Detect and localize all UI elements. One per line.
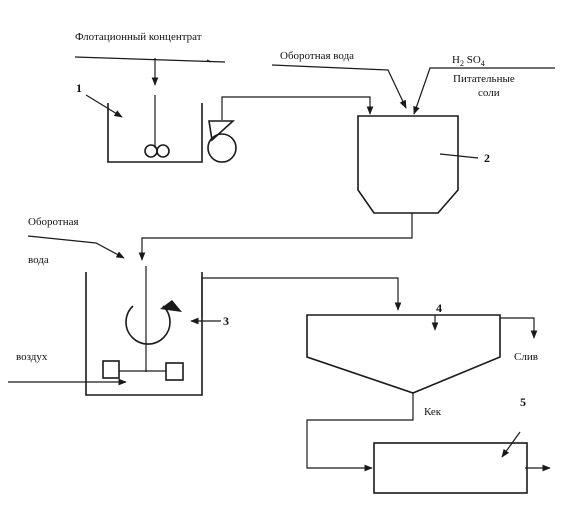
reagent-inlet (413, 67, 555, 115)
h2so4-sub4: 4 (481, 59, 485, 68)
recycle-water-inlet-left (27, 235, 125, 259)
pipe-cell-to-thickener (201, 277, 402, 318)
h2so4-base: H (452, 54, 460, 66)
rotation-arc (125, 305, 171, 345)
filter-unit-5 (373, 442, 528, 494)
recycle-water-inlet-top (271, 64, 407, 109)
label-recycle-water-top: Оборотная вода (280, 50, 354, 62)
callout-1-arrow (85, 94, 123, 118)
concentrate-feed-line (74, 56, 226, 63)
label-number-4: 4 (436, 301, 442, 315)
repulp-tank-1 (107, 103, 203, 163)
label-recycle-water-left-line2: вода (28, 254, 49, 266)
rotation-arrowhead (160, 300, 182, 312)
pipe-pump-to-leach-tank (221, 96, 374, 120)
agitator-blade-left (144, 144, 158, 158)
feed-line-tick (206, 59, 212, 63)
label-number-1: 1 (76, 81, 82, 95)
agitator-blade-right (156, 144, 170, 158)
label-h2so4: H2 SO4 (452, 54, 485, 68)
leach-tank-2 (357, 115, 459, 214)
label-nutrient-salts-line1: Питательные (453, 73, 515, 85)
h2so4-sub2: 2 (460, 59, 464, 68)
label-cake: Кек (424, 406, 442, 418)
aeration-cell-3 (85, 272, 203, 396)
overflow-line (500, 317, 538, 339)
label-number-5: 5 (520, 395, 526, 409)
label-number-3: 3 (223, 314, 229, 328)
label-recycle-water-left-line1: Оборотная (28, 216, 79, 228)
label-nutrient-salts-line2: соли (478, 87, 500, 99)
label-overflow: Слив (514, 351, 538, 363)
callout-2-line (439, 153, 479, 159)
h2so4-mid: SO (464, 54, 481, 66)
impeller-block-right (165, 362, 184, 381)
impeller-block-left (102, 360, 120, 379)
callout-5-arrow (501, 431, 521, 458)
pump-outlet (208, 120, 236, 142)
label-number-2: 2 (484, 151, 490, 165)
label-air: воздух (16, 351, 48, 363)
cake-underflow-line (306, 393, 414, 472)
pipe-leach-to-flotation (138, 213, 413, 261)
pump-body (207, 133, 237, 163)
label-flotation-concentrate: Флотационный концентрат (75, 31, 202, 43)
thickener-4 (306, 314, 501, 394)
